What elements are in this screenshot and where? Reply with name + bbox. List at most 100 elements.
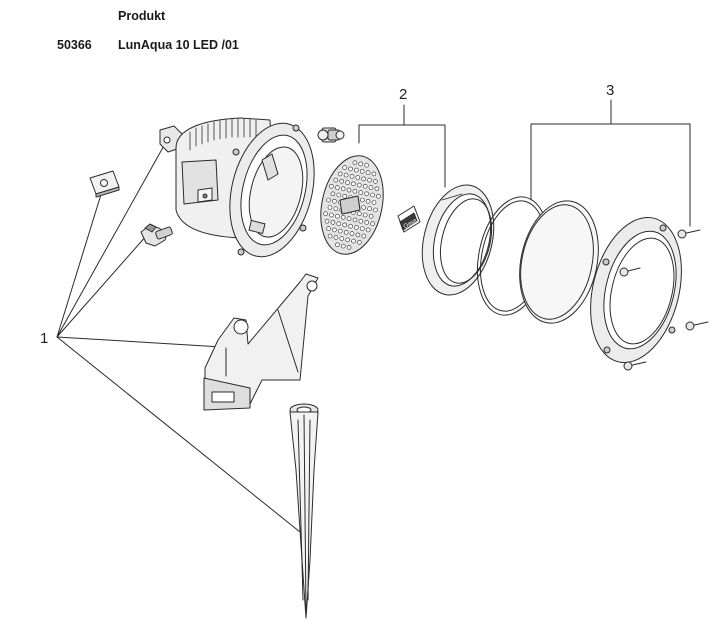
- lens-hole: [336, 221, 342, 226]
- lens-hole: [326, 226, 331, 231]
- lens-hole: [346, 216, 352, 221]
- callout-3-label: 3: [606, 82, 614, 99]
- lens-hole: [330, 191, 336, 197]
- lens-hole: [367, 177, 372, 183]
- lens-hole: [335, 213, 340, 219]
- lens-hole: [333, 177, 339, 183]
- lens-hole: [361, 176, 367, 182]
- lens-hole: [365, 227, 371, 233]
- lens-hole: [345, 180, 350, 185]
- cover-screw: [685, 321, 709, 331]
- lens-hole: [364, 162, 369, 168]
- lens-hole: [364, 191, 369, 197]
- cover-screw: [619, 267, 641, 277]
- lens-hole: [371, 200, 377, 205]
- lens-hole: [332, 227, 337, 233]
- cover-screws: [619, 229, 709, 371]
- lens-hole: [324, 218, 330, 224]
- lens-hole: [335, 242, 340, 248]
- lens-hole: [327, 233, 333, 239]
- lens-ring: [421, 184, 495, 296]
- cover-screw: [677, 229, 701, 239]
- lens-hole: [370, 221, 375, 226]
- lens-hole: [339, 236, 345, 241]
- lens-hole: [348, 166, 353, 172]
- lens-hole: [340, 186, 346, 192]
- lens-hole: [345, 237, 351, 243]
- lens-hole: [349, 174, 355, 179]
- lens-hole: [333, 206, 339, 211]
- lens-hole: [364, 220, 370, 225]
- callout-2-bracket: [358, 104, 446, 188]
- lens-hole: [343, 172, 349, 178]
- callout-3-bracket: [530, 99, 691, 227]
- lens-hole: [339, 179, 345, 184]
- lens-hole: [359, 197, 365, 203]
- lens-hole: [352, 160, 358, 165]
- lens-hole: [352, 189, 358, 194]
- lens-hole: [357, 240, 362, 245]
- lens-hole: [355, 232, 361, 238]
- lens-hole: [368, 185, 374, 190]
- lens-hole: [349, 231, 355, 236]
- lens-hole: [343, 230, 349, 235]
- lens-hole: [355, 175, 361, 180]
- lens-hole: [333, 235, 339, 240]
- lens-hole: [368, 213, 374, 219]
- lens-hole: [342, 194, 348, 199]
- product-label: Produkt: [118, 9, 166, 23]
- lens-hole: [329, 184, 334, 189]
- lens-hole: [340, 215, 346, 220]
- lens-hole: [358, 161, 364, 167]
- lens-hole: [356, 211, 362, 216]
- lens-hole: [352, 217, 358, 223]
- lens-hole: [362, 212, 368, 218]
- lens-hole: [373, 207, 378, 213]
- lens-hole: [337, 171, 343, 177]
- lens-hole: [334, 185, 340, 190]
- front-cover-ring: [590, 216, 682, 364]
- lens-hole: [332, 199, 337, 204]
- lens-hole: [373, 179, 378, 184]
- glass-disc: [519, 200, 599, 324]
- lens-hole: [353, 167, 359, 173]
- lens-hole: [342, 165, 347, 170]
- wing-screw: [140, 223, 173, 247]
- lens-hole: [346, 245, 352, 250]
- cover-screw: [623, 361, 647, 371]
- callout-2-label: 2: [399, 86, 407, 103]
- callout-1-leaders: [56, 141, 301, 533]
- cable-plug: [317, 127, 345, 143]
- lens-hole: [337, 228, 343, 234]
- lens-hole: [336, 192, 342, 198]
- lens-hole: [327, 205, 333, 210]
- lens-hole: [361, 233, 367, 239]
- lens-hole: [359, 226, 365, 231]
- callout-1-label: 1: [40, 330, 48, 347]
- square-nut: [89, 170, 120, 198]
- lens-hole: [329, 212, 334, 218]
- lens-hole: [374, 186, 380, 192]
- lens-hole: [365, 170, 371, 175]
- lens-hole: [326, 197, 331, 203]
- lens-hole: [371, 171, 377, 177]
- oase-logo-badge: Oase: [397, 205, 421, 233]
- lens-hole: [370, 192, 375, 198]
- lens-hole: [323, 211, 328, 216]
- product-name: LunAqua 10 LED /01: [118, 38, 239, 52]
- lens-hole: [376, 194, 381, 199]
- lamp-housing: [159, 117, 315, 258]
- lens-hole: [367, 206, 372, 211]
- lens-hole: [351, 181, 356, 187]
- lens-hole: [361, 205, 367, 210]
- lens-hole: [354, 225, 359, 230]
- lens-hole: [356, 182, 362, 188]
- lens-hole: [351, 238, 356, 244]
- lens-hole: [359, 169, 365, 174]
- lens-hole: [362, 184, 368, 189]
- mounting-bracket: [203, 273, 319, 411]
- lens-hole: [330, 220, 336, 225]
- lens-hole: [358, 218, 364, 224]
- lens-hole: [346, 187, 352, 193]
